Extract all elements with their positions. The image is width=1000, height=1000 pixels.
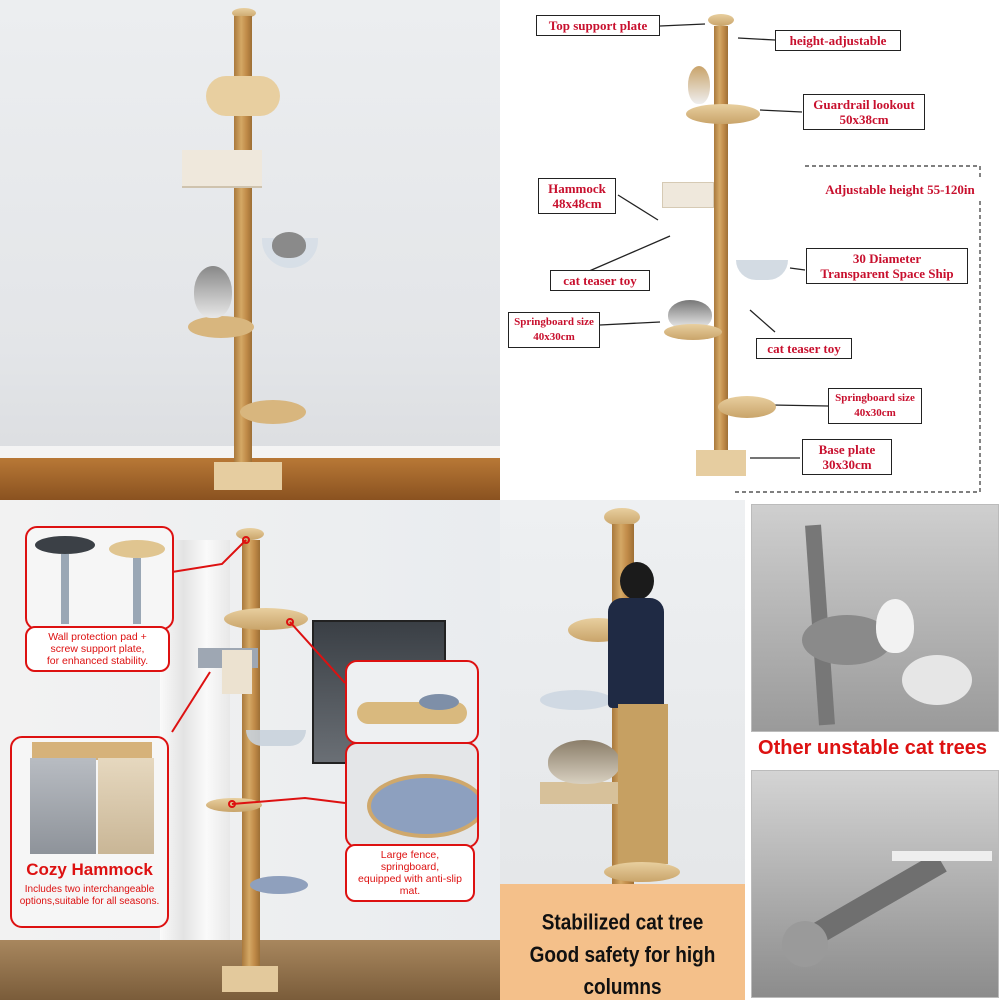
zoom-springboard-mat: [367, 774, 477, 838]
stab-cat: [548, 740, 620, 784]
hammock-description: Includes two interchangeable options,sui…: [19, 884, 160, 907]
hammock-beige-fabric: [98, 758, 154, 854]
unstable-comparison: Other unstable cat trees: [745, 500, 1000, 1000]
springboard-lower: [240, 400, 306, 424]
stab-top-plate: [604, 508, 640, 526]
diagram-guardrail: [686, 104, 760, 124]
hammock-title: Cozy Hammock: [26, 860, 153, 879]
label-hammock: Hammock 48x48cm: [538, 178, 616, 214]
stability-caption: Stabilized cat tree Good safety for high…: [529, 911, 716, 1000]
person-head: [620, 562, 654, 600]
label-cat-teaser-toy-right: cat teaser toy: [756, 338, 852, 359]
screw-rod-right: [133, 558, 141, 624]
label-adjustable-height: Adjustable height 55-120in: [808, 180, 992, 199]
photo-top-plate: [236, 528, 264, 540]
stability-photo: Stabilized cat tree Good safety for high…: [500, 500, 745, 1000]
unstable-photo-top: [751, 504, 999, 732]
diagram-springboard-upper: [664, 324, 722, 340]
person-shirt: [608, 598, 664, 708]
label-space-ship: 30 Diameter Transparent Space Ship: [806, 248, 968, 284]
base-plate: [214, 462, 282, 490]
photo-springboard-lower: [250, 876, 308, 894]
zoom-box-hammock: Cozy Hammock Includes two interchangeabl…: [10, 736, 169, 928]
unstable-cat: [876, 599, 914, 653]
person-pants: [618, 704, 668, 864]
cat-in-ship: [272, 232, 306, 258]
label-base-plate: Base plate 30x30cm: [802, 439, 892, 475]
dimension-lines: [579, 23, 981, 493]
label-wall-protection: Wall protection pad + screw support plat…: [25, 626, 170, 672]
stab-hammock: [540, 782, 630, 804]
photo-hammock-cushion: [222, 650, 252, 694]
label-cat-teaser-toy-left: cat teaser toy: [550, 270, 650, 291]
stability-caption-box: Stabilized cat tree Good safety for high…: [500, 884, 745, 1000]
hammock-gray-fabric: [30, 758, 96, 854]
dimension-diagram: Top support plate height-adjustable Guar…: [500, 0, 1000, 500]
stab-springboard: [604, 862, 680, 882]
hammock-board: [32, 742, 152, 760]
label-top-support-plate: Top support plate: [536, 15, 660, 36]
table: [892, 851, 992, 861]
photo-base-plate: [222, 966, 278, 992]
zoom-guardrail-mat: [419, 694, 459, 710]
support-plate-disc: [109, 540, 165, 558]
diagram-space-ship: [736, 260, 788, 280]
photo-space-ship: [246, 730, 306, 746]
diagram-base-plate: [696, 450, 746, 476]
feature-callouts-photo: Wall protection pad + screw support plat…: [0, 500, 500, 1000]
wall-pad-disc: [35, 536, 95, 554]
screw-rod-left: [61, 554, 69, 624]
label-guardrail-lookout: Guardrail lookout 50x38cm: [803, 94, 925, 130]
guardrail-lookout: [206, 76, 280, 116]
fallen-disc: [782, 921, 828, 967]
unstable-photo-bottom: [751, 770, 999, 998]
label-fence-springboard: Large fence, springboard, equipped with …: [345, 844, 475, 902]
label-height-adjustable: height-adjustable: [775, 30, 901, 51]
callout-lines: [171, 536, 346, 808]
label-springboard-right: Springboard size 40x30cm: [828, 388, 922, 424]
basket: [902, 655, 972, 705]
diagram-post: [714, 26, 728, 450]
hammock: [182, 150, 262, 188]
unstable-caption: Other unstable cat trees: [758, 737, 987, 759]
diagram-top-plate: [708, 14, 734, 26]
diagram-springboard-lower: [718, 396, 776, 418]
zoom-box-guardrail: [345, 660, 479, 744]
sisal-post: [234, 16, 252, 468]
cat-on-springboard: [194, 266, 232, 318]
label-springboard-left: Springboard size 40x30cm: [508, 312, 600, 348]
photo-room-cat-tree: [0, 0, 500, 500]
diagram-hammock: [662, 182, 714, 208]
top-support-plate: [232, 8, 256, 18]
springboard-upper: [188, 316, 254, 338]
diagram-cat-top: [688, 66, 710, 104]
zoom-box-wall-pad: [25, 526, 174, 630]
stab-shelf-middle: [540, 690, 612, 710]
zoom-box-springboard: [345, 742, 479, 848]
